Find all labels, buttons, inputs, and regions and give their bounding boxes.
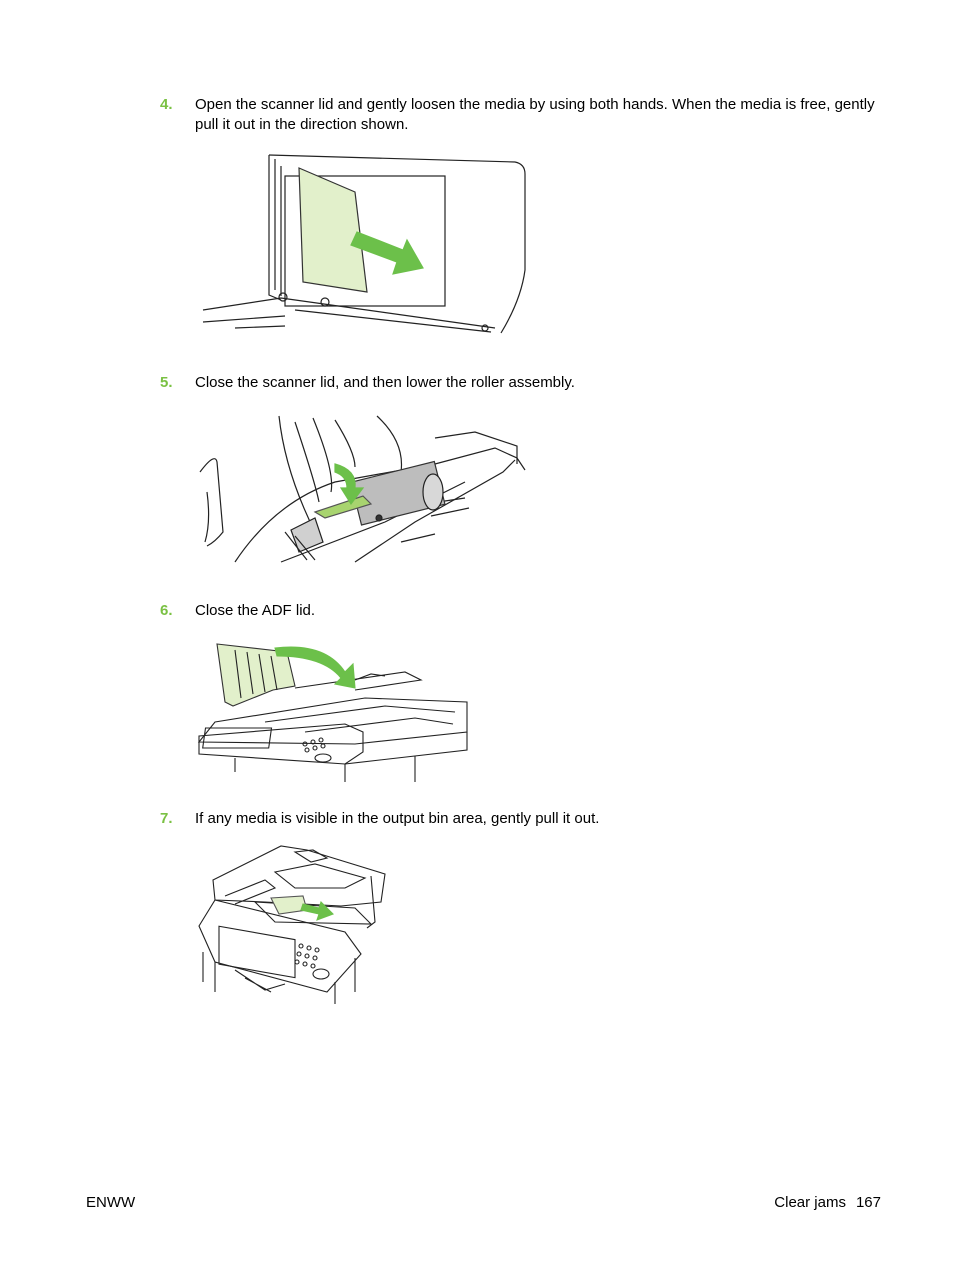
- arrow-icon: [300, 900, 334, 921]
- footer-section: Clear jams: [774, 1194, 846, 1211]
- arrow-icon: [274, 646, 356, 689]
- step-text: Close the scanner lid, and then lower th…: [195, 374, 575, 391]
- media-sheet: [270, 895, 308, 915]
- adf-lid-illustration: [195, 632, 475, 792]
- footer-right: Clear jams 167: [774, 1193, 881, 1213]
- roller-assembly-illustration: [195, 412, 535, 572]
- scanner-lid-illustration: [195, 150, 535, 335]
- media-sheet: [313, 495, 373, 519]
- step-number: 7.: [160, 810, 173, 827]
- step-number: 5.: [160, 374, 173, 391]
- media-sheet: [298, 167, 368, 293]
- arrow-icon: [350, 231, 424, 275]
- arrow-icon: [334, 463, 365, 506]
- step-text: If any media is visible in the output bi…: [195, 810, 600, 827]
- page-number: 167: [855, 1194, 881, 1211]
- output-bin-illustration: [195, 842, 390, 1007]
- step-number: 6.: [160, 602, 173, 619]
- footer-left: ENWW: [86, 1194, 136, 1211]
- step-text: Open the scanner lid and gently loosen t…: [195, 96, 875, 133]
- step-text: Close the ADF lid.: [195, 602, 316, 619]
- step-number: 4.: [160, 96, 173, 113]
